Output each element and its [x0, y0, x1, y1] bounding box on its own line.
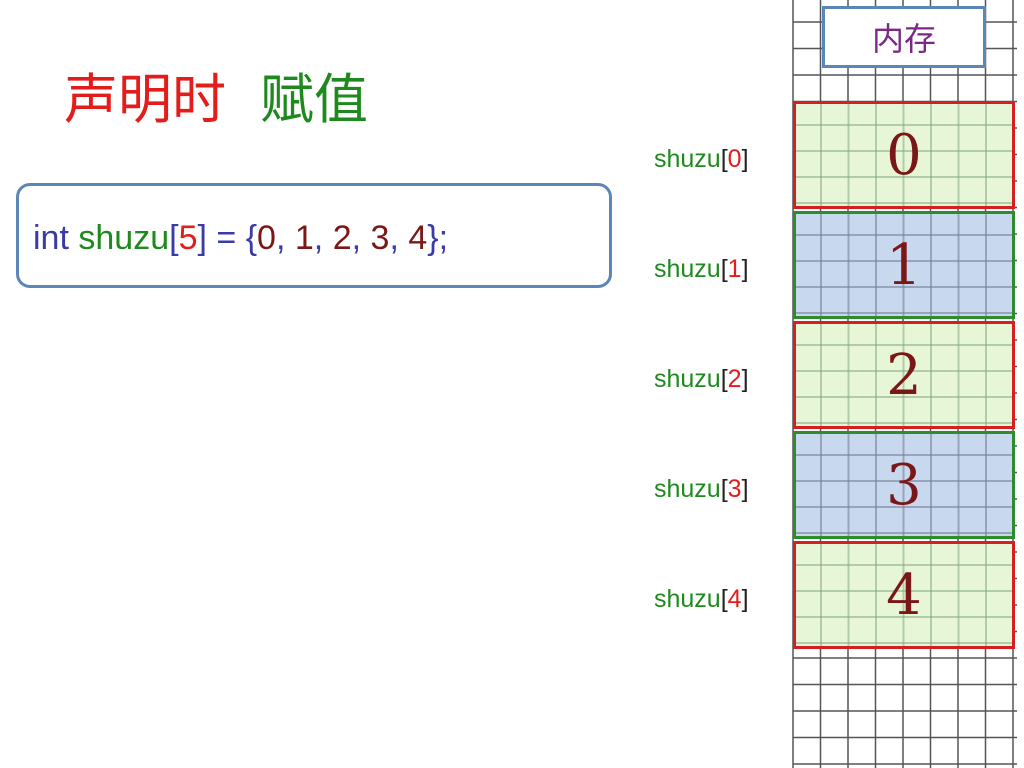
element-label-2: shuzu[2] — [654, 364, 749, 394]
element-label-3: shuzu[3] — [654, 474, 749, 504]
title-assign-text: 赋值 — [260, 68, 368, 131]
cell-value-2: 2 — [886, 343, 922, 408]
element-label-name: shuzu — [654, 255, 721, 283]
code-box: int shuzu[5] = {0, 1, 2, 3, 4}; — [16, 183, 612, 288]
element-label-bracket: [ — [720, 255, 728, 283]
element-label-index: 3 — [727, 475, 742, 503]
element-label-index: 0 — [727, 145, 742, 173]
code-comma: , — [351, 219, 371, 257]
code-value-4: 4 — [408, 219, 428, 257]
memory-cell-0: 0 — [793, 101, 1015, 209]
element-label-bracket: ] — [741, 365, 749, 393]
cell-value-1: 1 — [886, 233, 922, 298]
element-label-bracket: [ — [720, 475, 728, 503]
element-label-name: shuzu — [654, 365, 721, 393]
code-value-0: 0 — [257, 219, 276, 257]
element-label-bracket: ] — [741, 585, 749, 613]
element-label-index: 2 — [727, 365, 742, 393]
memory-cell-3: 3 — [793, 431, 1015, 539]
code-line: int shuzu[5] = {0, 1, 2, 3, 4}; — [33, 218, 448, 258]
code-keyword-int: int — [33, 219, 69, 257]
element-label-bracket: ] — [741, 145, 749, 173]
element-label-bracket: [ — [720, 365, 728, 393]
memory-cell-4: 4 — [793, 541, 1015, 649]
element-label-bracket: [ — [720, 145, 728, 173]
cell-value-0: 0 — [886, 123, 922, 188]
element-label-bracket: ] — [741, 475, 749, 503]
code-open-bracket: [ — [169, 219, 179, 257]
element-label-name: shuzu — [654, 145, 721, 173]
code-comma: , — [389, 219, 409, 257]
element-label-name: shuzu — [654, 585, 721, 613]
memory-label: 内存 — [822, 6, 986, 68]
code-semicolon: ; — [438, 219, 449, 257]
element-label-4: shuzu[4] — [654, 584, 749, 614]
code-brace-open: { — [245, 219, 258, 257]
title-declare-text: 声明时 — [64, 68, 226, 131]
element-label-name: shuzu — [654, 475, 721, 503]
code-value-1: 1 — [294, 219, 314, 257]
code-close-bracket: ] — [197, 219, 207, 257]
code-comma: , — [313, 219, 333, 257]
memory-cell-2: 2 — [793, 321, 1015, 429]
cell-value-4: 4 — [886, 563, 922, 628]
slide-title: 声明时赋值 — [64, 64, 368, 136]
code-equals: = — [206, 219, 246, 257]
code-value-3: 3 — [370, 219, 390, 257]
element-label-index: 4 — [727, 585, 742, 613]
element-label-bracket: ] — [741, 255, 749, 283]
element-label-1: shuzu[1] — [654, 254, 749, 284]
code-value-2: 2 — [332, 219, 352, 257]
code-comma: , — [275, 219, 295, 257]
memory-cell-1: 1 — [793, 211, 1015, 319]
element-label-index: 1 — [727, 255, 742, 283]
code-brace-close: } — [427, 219, 439, 257]
code-array-size: 5 — [178, 219, 198, 257]
cell-value-3: 3 — [886, 453, 922, 518]
element-label-0: shuzu[0] — [654, 144, 749, 174]
element-label-bracket: [ — [720, 585, 728, 613]
code-array-name: shuzu — [78, 219, 170, 257]
